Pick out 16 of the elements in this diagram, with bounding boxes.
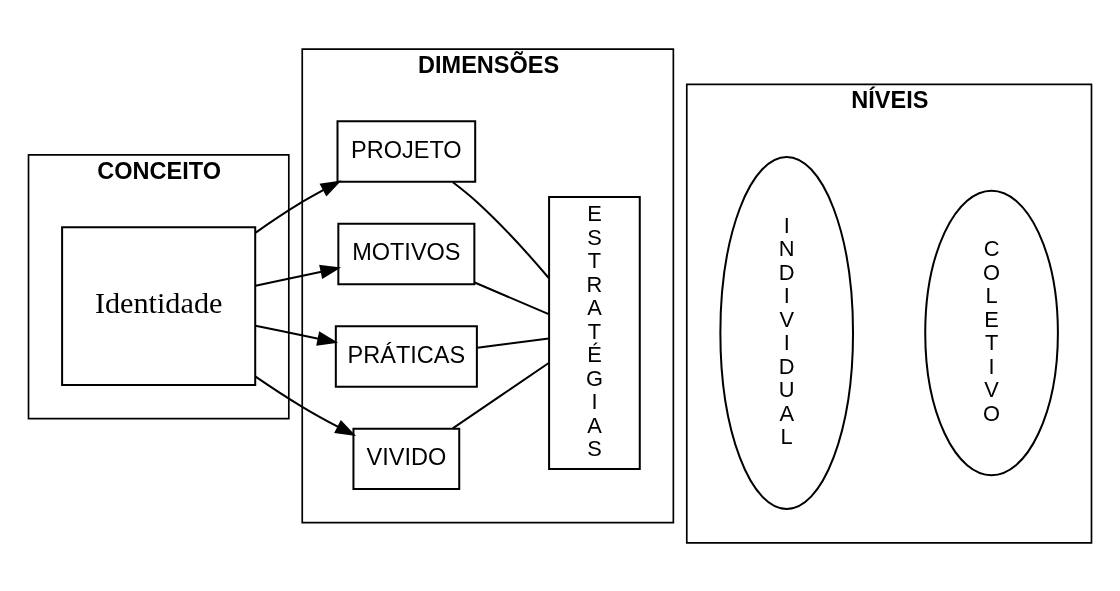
- node-ellipse: INDIVIDUAL: [719, 155, 855, 510]
- node-box: PROJETO: [336, 119, 477, 183]
- node-box: MOTIVOS: [337, 222, 476, 285]
- connector: [474, 281, 550, 315]
- connector: [452, 180, 550, 279]
- node-box: PRÁTICAS: [334, 324, 478, 388]
- arrow: [254, 375, 357, 436]
- arrow: [255, 264, 342, 287]
- connector: [477, 337, 549, 349]
- node-box: Identidade: [61, 225, 257, 386]
- arrow: [255, 179, 342, 233]
- arrow: [255, 324, 339, 346]
- node-box: VIVIDO: [352, 427, 461, 490]
- node-box: ESTRATÉGIAS: [548, 195, 641, 470]
- connector: [452, 361, 550, 429]
- node-ellipse: COLETIVO: [924, 189, 1059, 476]
